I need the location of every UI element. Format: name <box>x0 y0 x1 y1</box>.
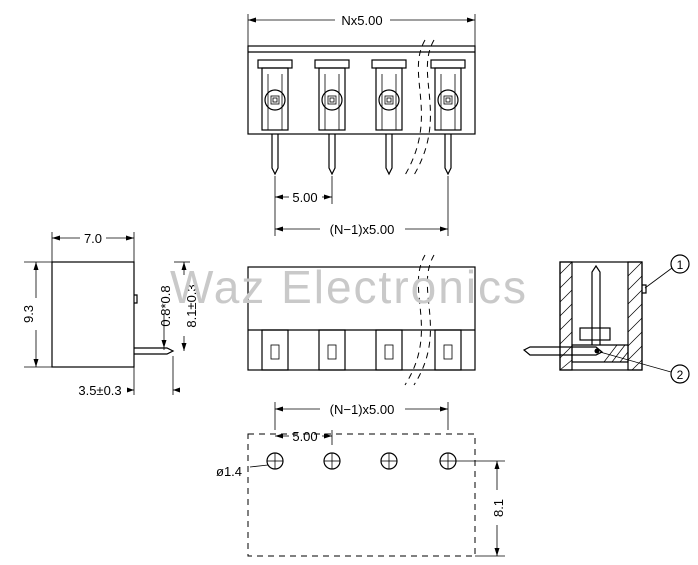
terminal-cell-3 <box>371 59 407 131</box>
top-width-label: Nx5.00 <box>341 13 382 28</box>
side-width-label: 7.0 <box>84 231 102 246</box>
pcb-holes <box>266 452 457 470</box>
side-height-label: 9.3 <box>21 305 36 323</box>
watermark-text: Waz Electronics <box>170 261 528 313</box>
top-pitch-label: 5.00 <box>292 190 317 205</box>
side-view: 7.0 9.3 0.8*0.8 8.1±0.3 3.5±0.3 <box>21 231 199 398</box>
front-view <box>247 254 476 386</box>
bottom-span-label: (N−1)x5.00 <box>330 402 395 417</box>
terminal-cell-4 <box>430 59 466 131</box>
callout-2-label: 2 <box>677 368 684 382</box>
top-view: Nx5.00 <box>247 13 476 237</box>
pin-offset-label: 3.5±0.3 <box>78 383 121 398</box>
callout-2-circle <box>670 364 690 384</box>
terminal-cell-2 <box>314 59 350 131</box>
terminal-cell-1 <box>257 59 293 131</box>
pcb-footprint-view: (N−1)x5.00 5.00 ø1.4 <box>216 402 506 557</box>
pin-size-label: 0.8*0.8 <box>158 285 173 326</box>
top-span-label: (N−1)x5.00 <box>330 222 395 237</box>
callout-1-label: 1 <box>677 258 684 272</box>
bottom-depth-label: 8.1 <box>491 499 506 517</box>
bottom-pitch-label: 5.00 <box>292 429 317 444</box>
cross-section-view: 1 2 <box>522 254 690 384</box>
hole-diameter-label: ø1.4 <box>216 464 242 479</box>
callout-1-circle <box>670 254 690 274</box>
top-pins <box>271 134 452 176</box>
pin-height-label: 8.1±0.3 <box>184 284 199 327</box>
